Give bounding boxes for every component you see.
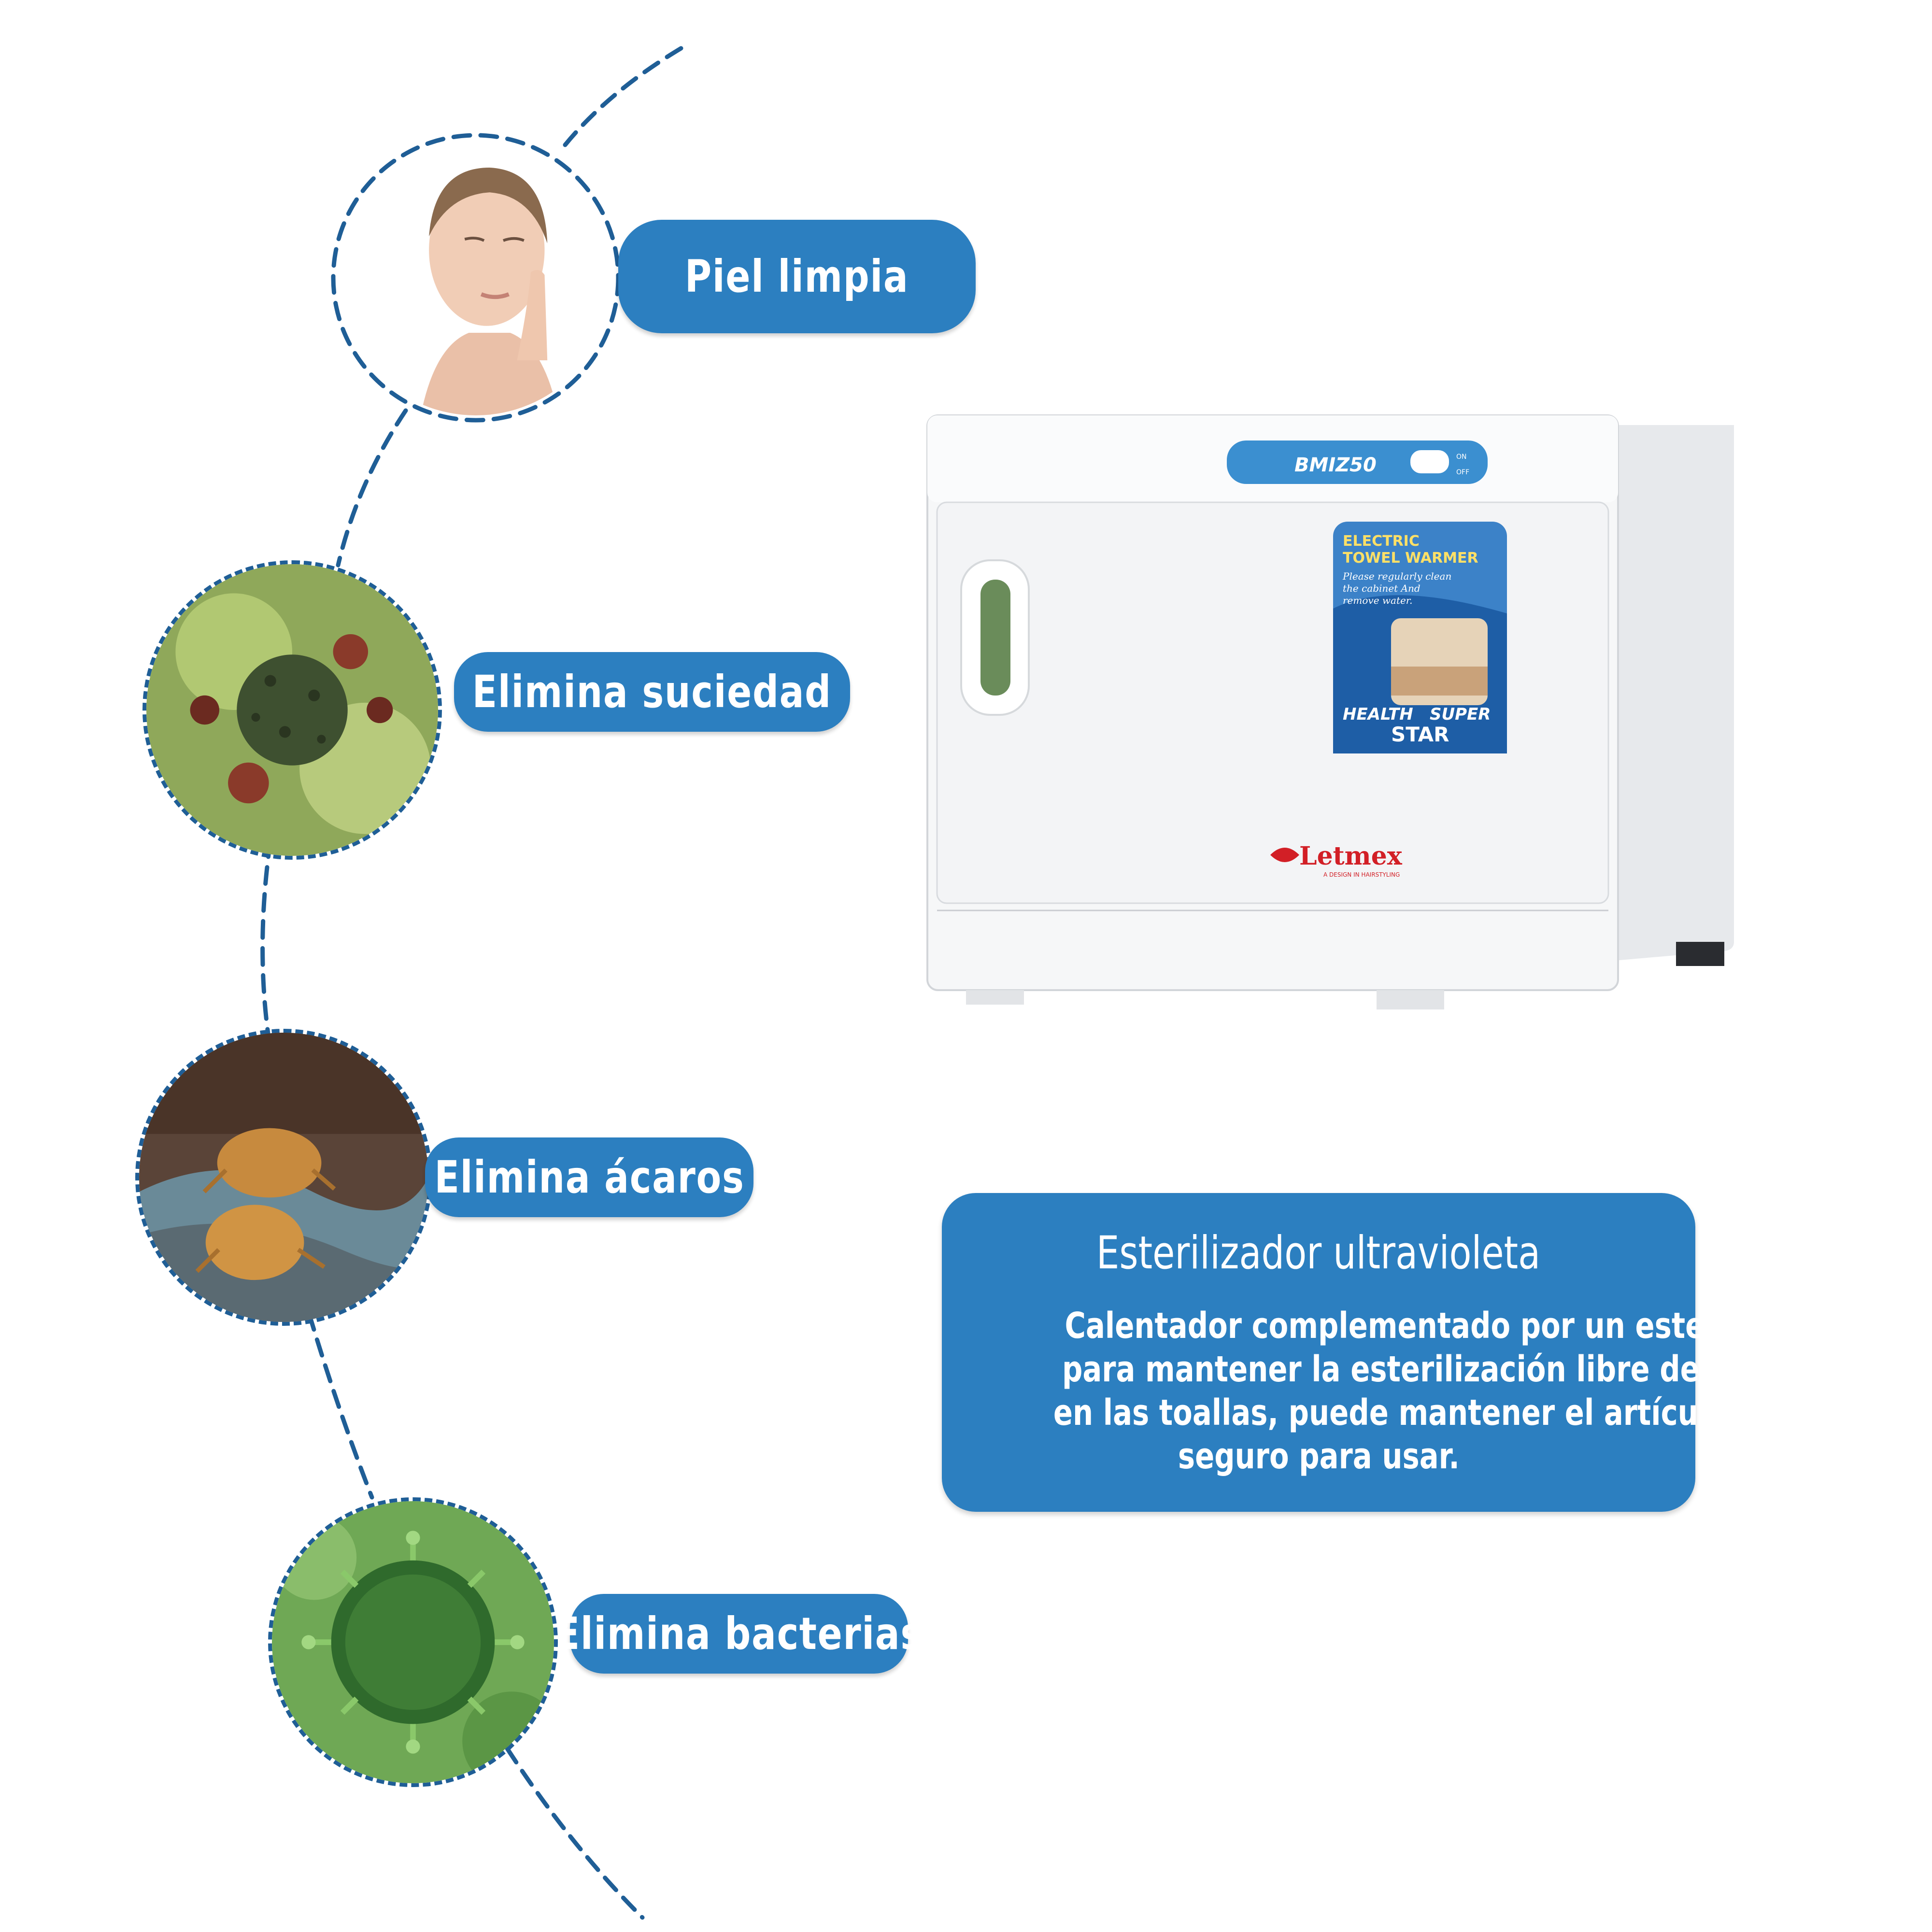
dust-mites-image [135,1029,432,1326]
letmex-logo: Letmex A DESIGN IN HAIRSTYLING [1270,841,1403,878]
svg-text:Letmex: Letmex [1299,841,1403,871]
svg-text:the cabinet And: the cabinet And [1343,582,1421,594]
svg-text:OFF: OFF [1456,469,1469,476]
svg-text:TOWEL WARMER: TOWEL WARMER [1343,550,1478,567]
svg-text:A DESIGN IN HAIRSTYLING: A DESIGN IN HAIRSTYLING [1323,871,1400,878]
uv-sterilizer-info-box: Esterilizador ultravioleta Calentador co… [942,1193,1894,1512]
face-skin-image [338,140,613,415]
product-sticker: ELECTRIC TOWEL WARMER Please regularly c… [1333,522,1507,753]
svg-text:ELECTRIC: ELECTRIC [1343,533,1420,550]
svg-text:SUPER: SUPER [1430,705,1491,724]
svg-text:STAR: STAR [1391,723,1449,746]
info-body: Calentador complementado por un esterili… [1053,1305,1894,1477]
benefit-label-clean-skin: Piel limpia [618,220,976,333]
bacteria-image [268,1497,558,1787]
svg-text:BMIZ50: BMIZ50 [1294,454,1377,476]
svg-text:remove water.: remove water. [1343,595,1413,606]
svg-text:ON: ON [1456,453,1467,461]
power-switch [1410,450,1449,473]
benefit-label-removes-mites: Elimina ácaros [425,1137,753,1217]
germs-dirt-image [142,560,442,860]
towel-warmer-cabinet: BMIZ50 ON OFF ELECTRIC TOWEL WARMER Plea… [926,414,1734,1009]
benefit-label-removes-dirt: Elimina suciedad [454,652,850,732]
svg-text:Please regularly clean: Please regularly clean [1342,570,1451,582]
svg-text:HEALTH: HEALTH [1343,705,1413,724]
benefit-label-removes-bacteria: Elimina bacterias [555,1594,922,1674]
info-title: Esterilizador ultravioleta [1096,1227,1541,1279]
